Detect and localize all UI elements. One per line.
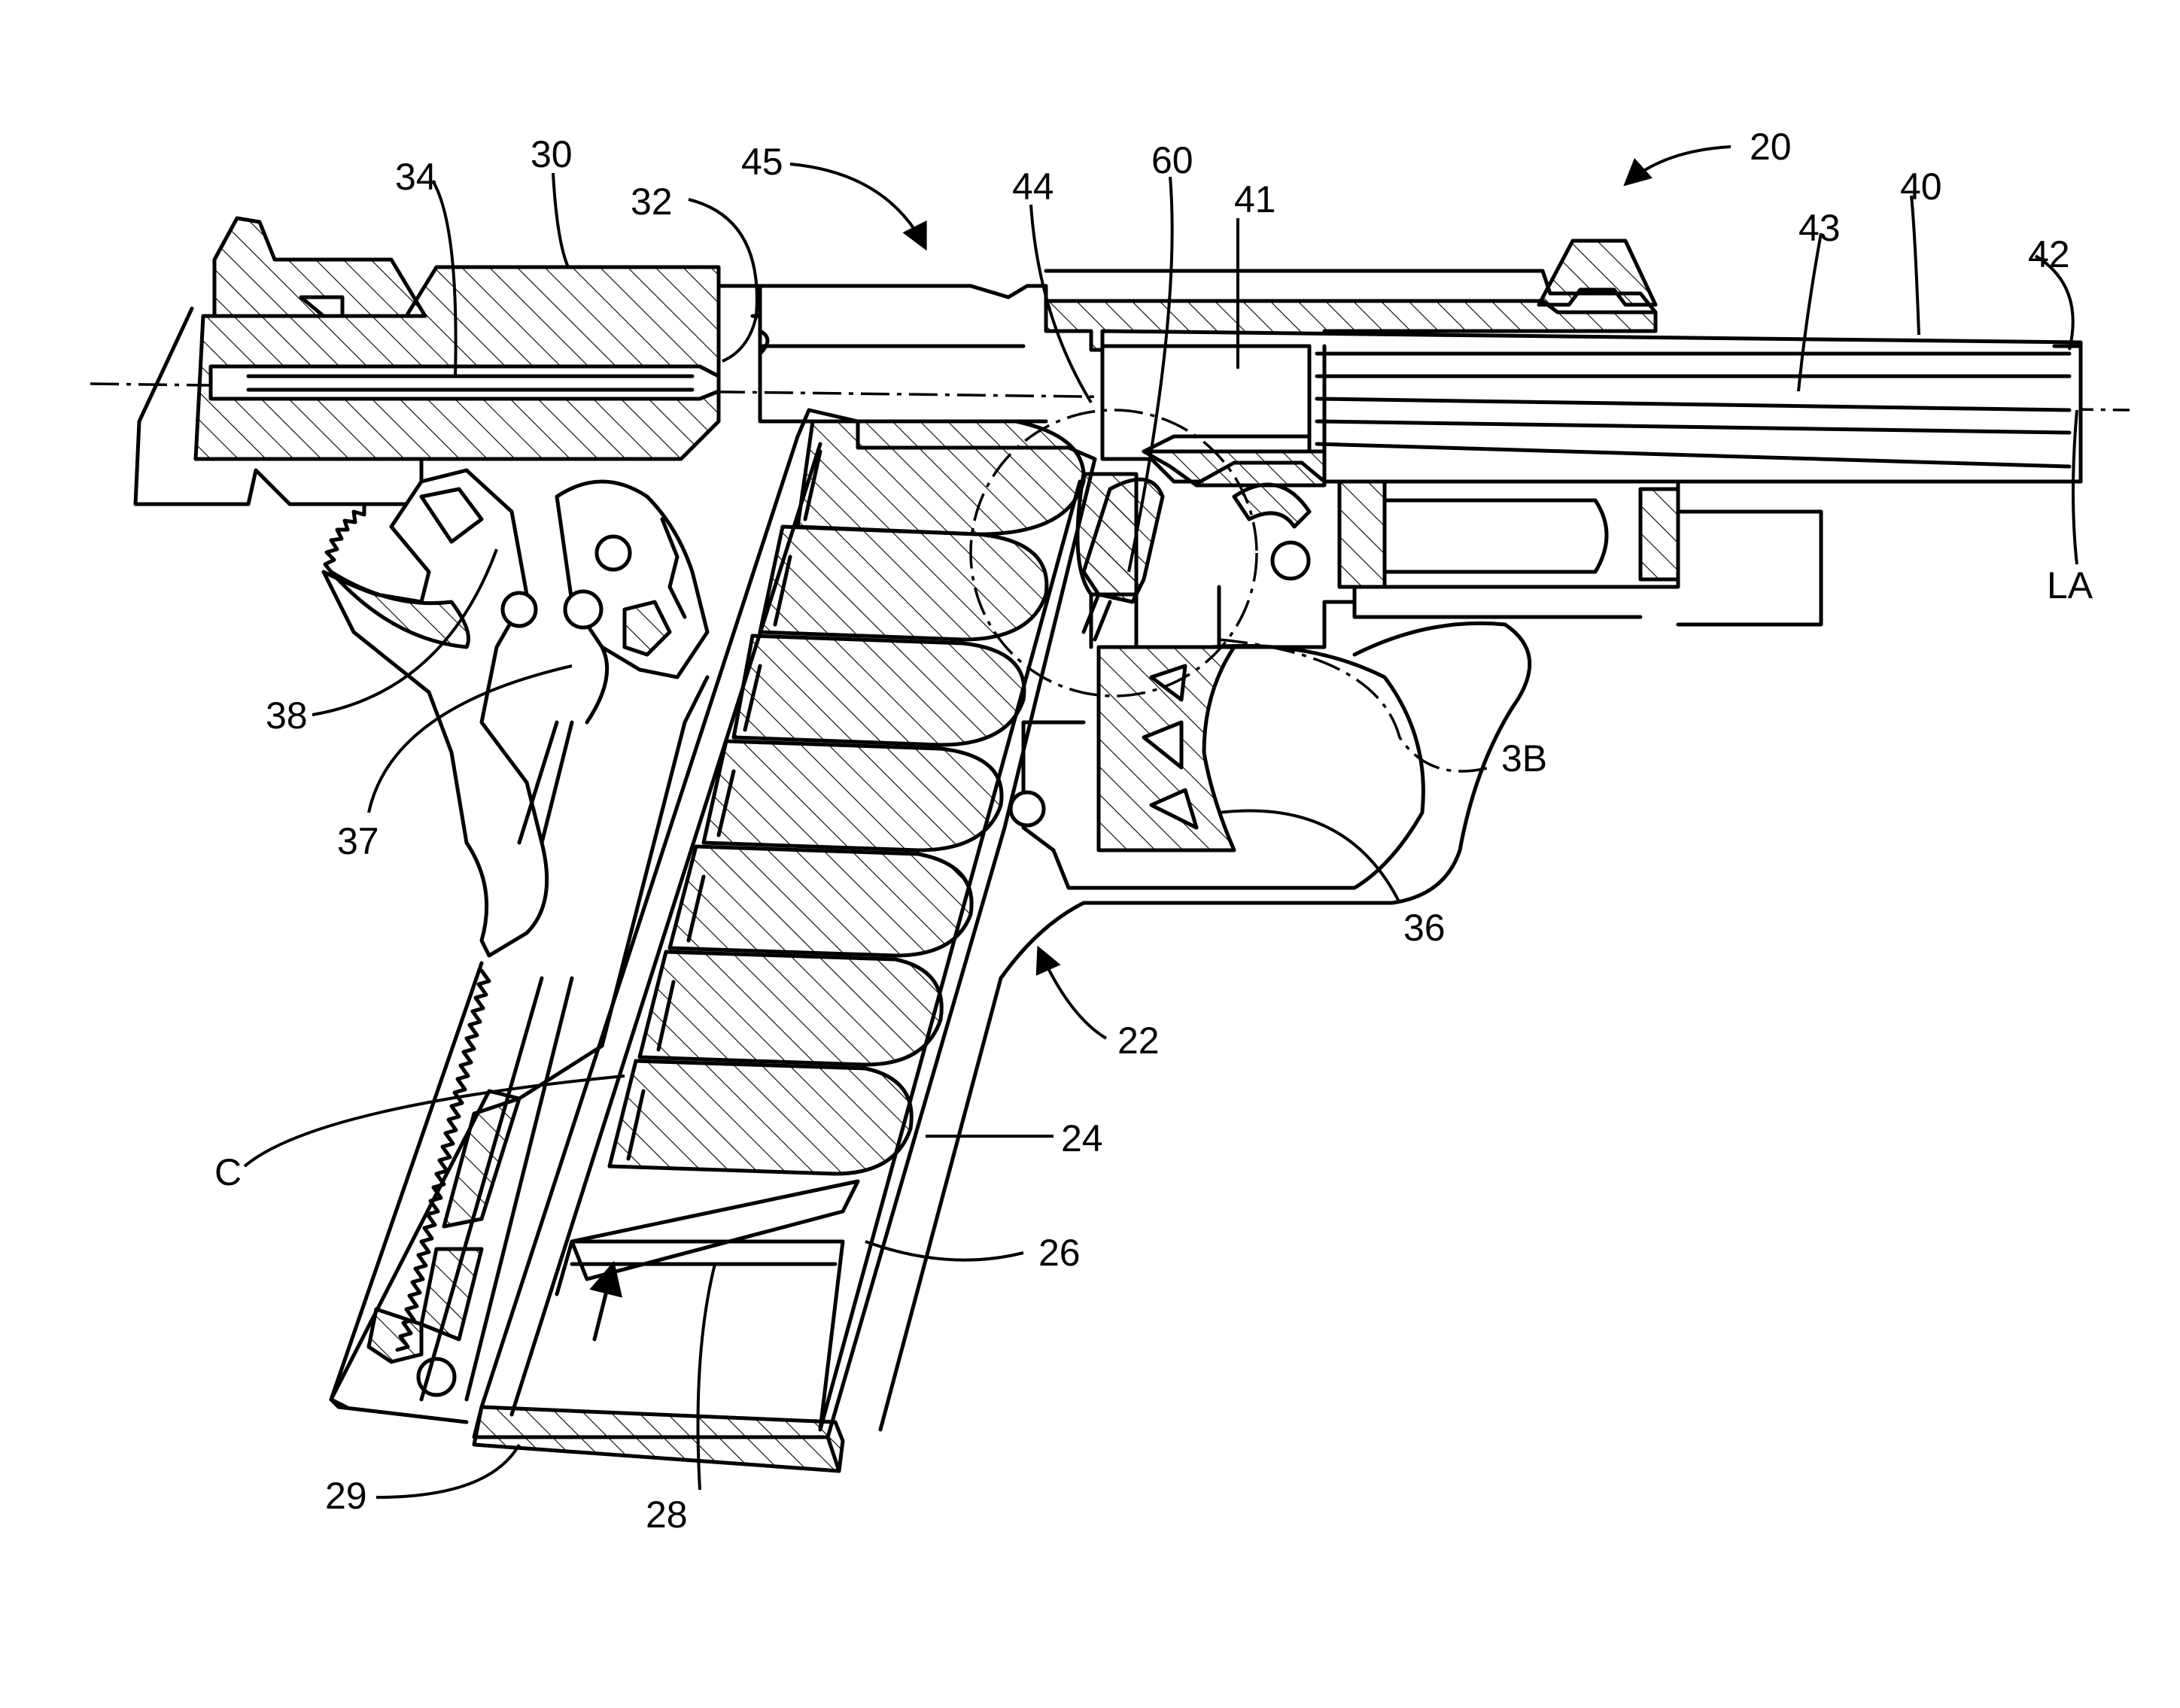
leader-40	[1911, 196, 1919, 335]
detail-circle-leader	[1219, 640, 1490, 771]
cartridge-5	[670, 846, 971, 956]
mainspring-housing	[421, 978, 572, 1400]
label-36: 36	[1403, 907, 1446, 949]
sear-pin	[597, 536, 630, 570]
dust-cover	[1355, 587, 1640, 617]
leader-26	[865, 1241, 1023, 1260]
label-60: 60	[1151, 139, 1193, 181]
label-45: 45	[741, 141, 783, 183]
cartridge-4	[704, 741, 1002, 850]
leader-C	[245, 1076, 625, 1166]
recoil-guide-rear	[1339, 482, 1385, 587]
label-30: 30	[531, 133, 573, 175]
label-43: 43	[1798, 207, 1841, 249]
leader-30	[553, 173, 568, 267]
label-41: 41	[1234, 178, 1276, 220]
label-26: 26	[1038, 1232, 1081, 1274]
label-38: 38	[266, 694, 308, 737]
recoil-plug	[1640, 489, 1678, 579]
label-44: 44	[1012, 166, 1054, 208]
leader-22	[1038, 948, 1106, 1038]
leader-LA	[2073, 410, 2077, 564]
frame-trigger-slot	[1023, 722, 1084, 850]
recoil-assembly	[1339, 482, 1821, 625]
label-34: 34	[395, 156, 437, 198]
label-3B: 3B	[1501, 737, 1547, 780]
barrel-assembly	[1102, 331, 2081, 485]
leader-45	[790, 164, 926, 248]
fire-control	[324, 470, 707, 956]
label-LA: LA	[2047, 564, 2093, 606]
label-28: 28	[646, 1494, 688, 1536]
label-29: 29	[325, 1475, 367, 1517]
slide-stop-pin	[1272, 542, 1309, 579]
cartridge-3	[734, 636, 1024, 745]
cartridge-1	[798, 421, 1084, 534]
hammer-pin	[503, 593, 536, 626]
label-37: 37	[337, 820, 379, 862]
cartridge-2	[760, 527, 1047, 640]
label-32: 32	[631, 181, 673, 223]
label-40: 40	[1900, 166, 1942, 208]
label-24: 24	[1061, 1117, 1103, 1159]
magazine-floor-plate	[474, 1407, 843, 1471]
disconnector-pin	[565, 591, 601, 628]
label-42: 42	[2028, 233, 2070, 275]
cartridge-7	[610, 1061, 911, 1174]
firing-pin-channel	[211, 366, 719, 399]
leader-29	[376, 1445, 519, 1497]
label-22: 22	[1117, 1020, 1160, 1062]
rear-sight	[214, 218, 425, 316]
label-C: C	[214, 1151, 242, 1193]
feed-ramp-edge	[1084, 594, 1110, 640]
cartridge-6	[640, 952, 941, 1065]
slide-stop	[1234, 485, 1309, 527]
leader-20	[1625, 147, 1731, 184]
label-20: 20	[1750, 126, 1792, 168]
ejection-port	[719, 286, 1046, 421]
hammer-checkering	[325, 504, 364, 572]
hammer	[324, 470, 547, 956]
magazine-catch-pin	[1011, 792, 1044, 825]
frame-rail	[1219, 587, 1355, 647]
